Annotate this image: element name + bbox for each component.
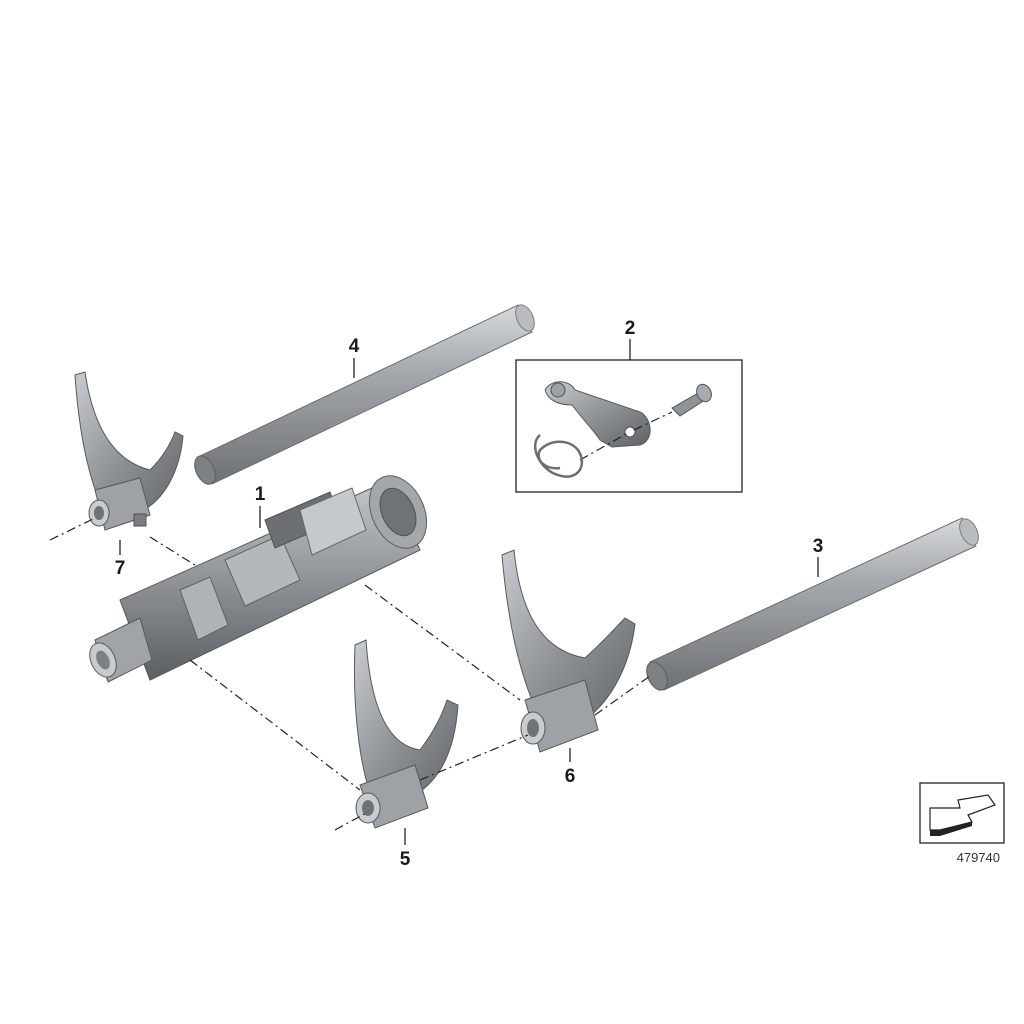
callout-3: 3 xyxy=(813,536,824,557)
shift-rod-4 xyxy=(194,304,535,485)
kit-2-box xyxy=(515,359,743,493)
shift-fork-upper-left xyxy=(74,371,184,531)
reference-number: 479740 xyxy=(957,850,1000,865)
callout-7: 7 xyxy=(115,558,126,579)
leader-lines xyxy=(119,339,819,845)
callout-4: 4 xyxy=(349,336,360,357)
shift-fork-6 xyxy=(501,549,636,753)
shift-fork-5 xyxy=(354,639,459,829)
direction-arrow-icon xyxy=(919,782,1005,844)
alignment-lines xyxy=(49,517,651,831)
shift-drum-1 xyxy=(89,475,428,683)
callout-6: 6 xyxy=(565,766,576,787)
callout-1: 1 xyxy=(255,484,266,505)
callout-5: 5 xyxy=(400,849,411,870)
callout-2: 2 xyxy=(625,318,636,339)
shift-rod-3 xyxy=(646,517,979,691)
